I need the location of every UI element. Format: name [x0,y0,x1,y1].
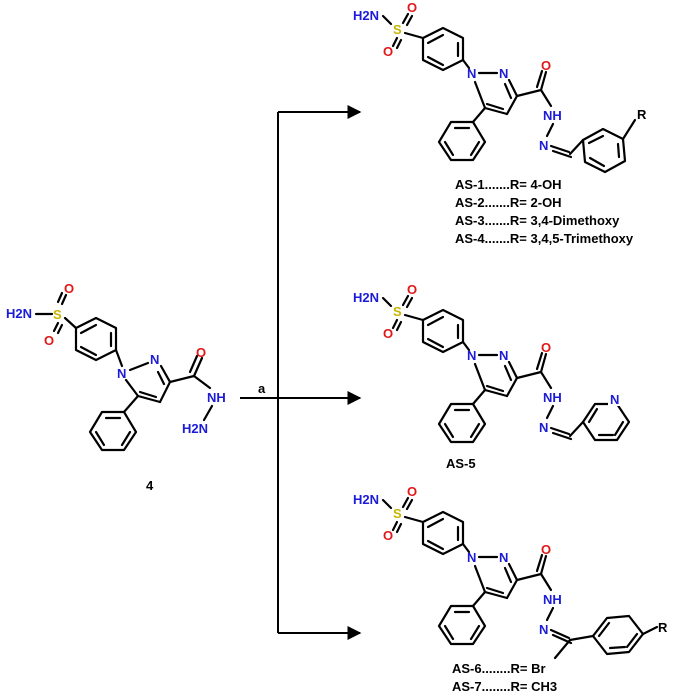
pyrazole-n1-label: N [117,366,126,381]
p1-oxygen-top-label: O [407,0,417,15]
p1-oxygen-bottom-label: O [383,44,393,59]
as6-entry: AS-6........R= Br [452,661,546,676]
oxygen-top-label: O [64,281,74,296]
as1-entry: AS-1.......R= 4-OH [455,177,562,192]
as5-label: AS-5 [446,456,476,471]
as2-entry: AS-2.......R= 2-OH [455,195,562,210]
product-3-structure: H2N S O O N N O NH N [353,484,668,660]
p2-n1-label: N [467,348,476,363]
p3-nh2-label: H2N [353,492,379,507]
pyrazole-n2-label: N [150,352,159,367]
p3-carbonyl-oxygen-label: O [541,542,551,557]
p3-oxygen-bottom-label: O [383,528,393,543]
as3-entry: AS-3.......R= 3,4-Dimethoxy [455,213,620,228]
p3-n1-label: N [467,550,476,565]
p1-n1-label: N [467,66,476,81]
as7-entry: AS-7........R= CH3 [452,679,557,694]
p3-sulfur-label: S [393,506,402,521]
p3-r-label: R [658,620,668,635]
product-1-structure: H2N S O O N N O NH N [353,0,647,174]
starting-material-4: H2N S O O N N O N [6,281,226,493]
p2-imine-n-label: N [539,420,548,435]
product-2-structure: H2N S O O N N O NH N [353,282,631,444]
hydrazide-nh2-label: H2N [182,421,208,436]
p1-n2-label: N [499,66,508,81]
p3-nh-label: NH [543,592,562,607]
hydrazide-nh-label: NH [207,390,226,405]
p1-r-label: R [637,107,647,122]
carbonyl-oxygen-label: O [196,345,206,360]
p3-oxygen-top-label: O [407,484,417,499]
sulfur-label: S [53,307,62,322]
reagent-label: a [258,381,266,396]
p2-nh2-label: H2N [353,290,379,305]
p2-nh-label: NH [543,390,562,405]
oxygen-bottom-label: O [44,333,54,348]
p1-imine-n-label: N [539,138,548,153]
p2-oxygen-bottom-label: O [383,326,393,341]
p1-nh2-label: H2N [353,8,379,23]
product-1-compound-list: AS-1.......R= 4-OH AS-2.......R= 2-OH AS… [455,177,634,246]
p1-carbonyl-oxygen-label: O [541,58,551,73]
reaction-arrows: a [240,105,362,640]
as4-entry: AS-4.......R= 3,4,5-Trimethoxy [455,231,634,246]
p2-sulfur-label: S [393,304,402,319]
compound-4-label: 4 [146,478,154,493]
product-3-compound-list: AS-6........R= Br AS-7........R= CH3 [452,661,557,694]
p1-nh-label: NH [543,108,562,123]
p2-oxygen-top-label: O [407,282,417,297]
p3-n2-label: N [499,550,508,565]
p2-pyridine-n-label: N [610,392,619,407]
p2-carbonyl-oxygen-label: O [541,340,551,355]
sulfonamide-nh2-label: H2N [6,306,32,321]
p1-sulfur-label: S [393,22,402,37]
p3-imine-n-label: N [539,622,548,637]
p2-n2-label: N [499,348,508,363]
